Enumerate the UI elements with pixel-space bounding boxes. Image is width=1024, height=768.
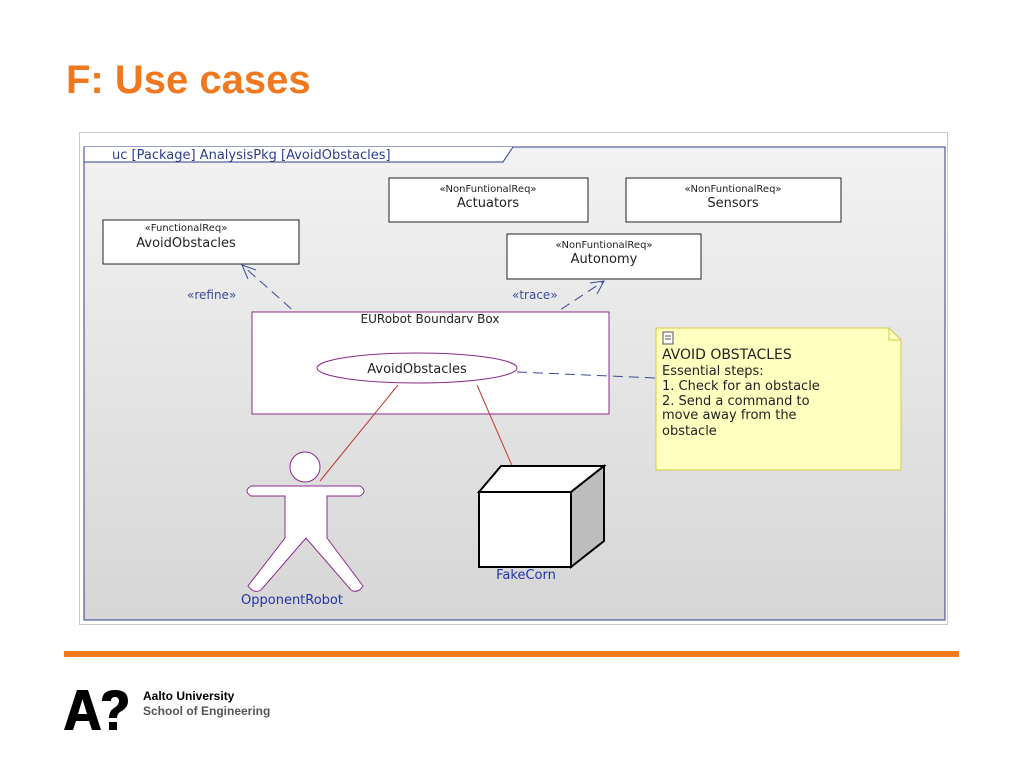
- trace-arrowhead: [589, 280, 605, 295]
- req-avoid-obstacles-stereotype: «FunctionalReq»: [145, 223, 228, 234]
- note-fold: [888, 328, 901, 341]
- aalto-logo-icon: [64, 690, 128, 730]
- footer-org: Aalto University School of Engineering: [143, 689, 270, 719]
- note-body: [655, 327, 902, 471]
- req-sensors[interactable]: «NonFuntionalReq» Sensors: [625, 177, 842, 223]
- req-autonomy-stereotype: «NonFuntionalReq»: [555, 240, 652, 251]
- cube-icon: [476, 463, 607, 570]
- actor-opponent-label: OpponentRobot: [241, 593, 343, 608]
- req-sensors-stereotype: «NonFuntionalReq»: [684, 184, 781, 195]
- university-name: Aalto University: [143, 689, 235, 703]
- association-opponent: [319, 384, 399, 482]
- trace-label: «trace»: [512, 288, 558, 302]
- use-case-label: AvoidObstacles: [367, 362, 467, 377]
- note-connector: [516, 371, 657, 379]
- note-title: AVOID OBSTACLES: [662, 347, 792, 363]
- use-case-avoid-obstacles[interactable]: AvoidObstacles: [316, 352, 518, 384]
- req-sensors-name: Sensors: [707, 196, 759, 211]
- school-name: School of Engineering: [143, 704, 271, 718]
- slide-title: F: Use cases: [66, 58, 311, 102]
- req-actuators-box: [388, 177, 589, 223]
- refine-arrowhead: [241, 264, 257, 280]
- note-line-4: move away from the: [662, 408, 797, 423]
- association-fakecorn: [476, 384, 514, 469]
- stick-figure-icon: [246, 451, 365, 592]
- footer-rule: [64, 651, 959, 657]
- note-line-1: Essential steps:: [662, 364, 764, 379]
- use-case-ellipse: [316, 352, 518, 384]
- req-actuators-stereotype: «NonFuntionalReq»: [439, 184, 536, 195]
- req-avoid-obstacles-name: AvoidObstacles: [136, 236, 236, 251]
- note-icon: [662, 331, 674, 345]
- frame-label: uc [Package] AnalysisPkg [AvoidObstacles…: [112, 148, 391, 163]
- req-autonomy[interactable]: «NonFuntionalReq» Autonomy: [506, 233, 702, 280]
- note-avoid-obstacles[interactable]: AVOID OBSTACLES Essential steps: 1. Chec…: [655, 327, 902, 471]
- aalto-logo: [64, 690, 130, 730]
- refine-label: «refine»: [187, 288, 236, 302]
- req-autonomy-box: [506, 233, 702, 280]
- note-line-5: obstacle: [662, 424, 717, 439]
- req-avoid-obstacles-box: [102, 219, 300, 265]
- frame-tab: [83, 146, 514, 163]
- actor-fakecorn-label: FakeCorn: [496, 568, 556, 583]
- req-autonomy-name: Autonomy: [571, 252, 638, 267]
- req-avoid-obstacles[interactable]: «FunctionalReq» AvoidObstacles: [102, 219, 300, 265]
- system-boundary-title: EURobot Boundarv Box: [361, 312, 500, 326]
- actor-opponent-robot[interactable]: OpponentRobot: [241, 451, 365, 608]
- req-actuators-name: Actuators: [457, 196, 520, 211]
- note-line-3: 2. Send a command to: [662, 394, 810, 409]
- use-case-diagram: uc [Package] AnalysisPkg [AvoidObstacles…: [79, 132, 948, 625]
- actor-fake-corn[interactable]: FakeCorn: [476, 463, 607, 583]
- req-sensors-box: [625, 177, 842, 223]
- diagram-canvas: uc [Package] AnalysisPkg [AvoidObstacles…: [83, 146, 946, 621]
- note-line-2: 1. Check for an obstacle: [662, 379, 820, 394]
- req-actuators[interactable]: «NonFuntionalReq» Actuators: [388, 177, 589, 223]
